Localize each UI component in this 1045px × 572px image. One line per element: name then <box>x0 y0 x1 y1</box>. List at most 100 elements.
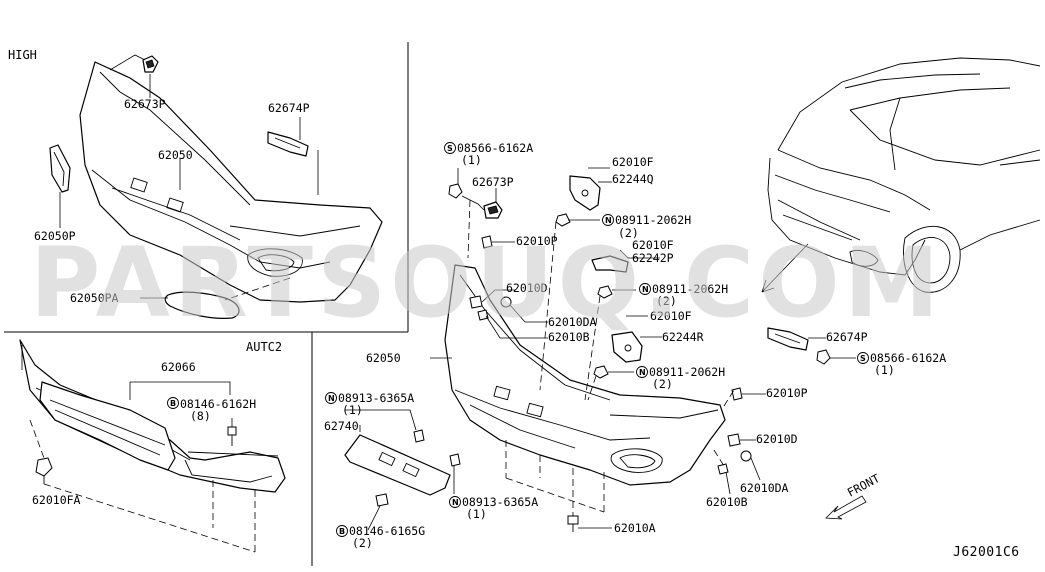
label-62010F-1: 62010F <box>612 155 654 169</box>
screw-08566-6162A-mid <box>448 183 463 199</box>
label-62050PA: 62050PA <box>70 291 119 305</box>
label-08146-6165G: 08146-6165G <box>349 524 425 538</box>
clip-62010FA <box>35 457 53 484</box>
label-08913-6365A-1-qty: (1) <box>342 403 363 417</box>
label-62673P-mid: 62673P <box>472 175 514 189</box>
label-08911-2062H-2-qty: (2) <box>656 294 677 308</box>
label-08911-2062H-1: 08911-2062H <box>615 213 691 227</box>
leaders-main <box>345 167 856 531</box>
label-62050-main: 62050 <box>366 351 401 365</box>
symbol-screw-text-1: S <box>447 144 453 153</box>
vehicle-sketch <box>767 57 1041 293</box>
label-62010F-3: 62010F <box>650 309 692 323</box>
bracket-62244R <box>611 331 643 363</box>
symbol-nut-text-4: N <box>328 394 335 403</box>
label-62010P-right: 62010P <box>766 386 808 400</box>
label-62010P-mid: 62010P <box>516 234 558 248</box>
label-62066: 62066 <box>161 360 196 374</box>
clip-62010B-right <box>717 463 729 475</box>
grille-62066 <box>39 381 176 471</box>
symbol-nut-5: N <box>449 496 461 508</box>
label-08913-6365A-2: 08913-6365A <box>462 495 538 509</box>
label-08913-6365A-2-qty: (1) <box>466 507 487 521</box>
symbol-nut-2: N <box>639 283 651 295</box>
symbol-bolt-2: B <box>336 525 348 537</box>
bracket-62674P-high <box>267 131 309 157</box>
label-62010FA: 62010FA <box>32 493 81 507</box>
watermark: PARTSOUQ.COM <box>30 227 943 339</box>
label-62242P: 62242P <box>632 251 674 265</box>
clip-62673P-high <box>142 55 159 73</box>
label-08146-6165G-qty: (2) <box>352 536 373 550</box>
symbol-screw-right: S <box>857 352 869 364</box>
label-62010DA-mid: 62010DA <box>548 315 597 329</box>
label-62673P-high: 62673P <box>124 97 166 111</box>
finisher-62050PA <box>164 291 240 319</box>
symbol-nut-text-2: N <box>642 285 649 294</box>
bracket-62244Q <box>569 175 601 211</box>
section-label-high: HIGH <box>8 48 37 62</box>
label-08566-6162A-right: 08566-6162A <box>870 351 946 365</box>
symbol-screw-text-2: S <box>860 354 866 363</box>
label-62050-high: 62050 <box>158 148 193 162</box>
clip-62010D-right <box>727 433 741 447</box>
label-62010B-right: 62010B <box>706 495 748 509</box>
bolt-symbol-08146-6162H: B <box>167 397 179 409</box>
label-08913-6365A-1: 08913-6365A <box>338 391 414 405</box>
label-62674P-right: 62674P <box>826 330 868 344</box>
label-62010A: 62010A <box>614 521 656 535</box>
screw-08566-6162A-right <box>816 349 831 365</box>
bumper-fascia-main <box>444 264 726 486</box>
license-bracket-62740 <box>344 434 451 496</box>
clip-62010P-mid <box>481 235 493 249</box>
clip-62673P-mid <box>483 201 503 219</box>
clip-08913-6365A-1 <box>413 429 425 443</box>
nut-08911-2062H-1 <box>555 213 571 227</box>
label-08911-2062H-3: 08911-2062H <box>649 365 725 379</box>
section-frames <box>4 42 409 566</box>
label-62244R: 62244R <box>662 330 704 344</box>
label-08566-6162A-mid-qty: (1) <box>461 153 482 167</box>
label-08146-6162H-qty: (8) <box>190 409 211 423</box>
leaders-autc2 <box>21 345 256 553</box>
bracket-62242P <box>591 255 629 273</box>
bumper-fascia-high <box>79 61 383 303</box>
symbol-nut-1: N <box>602 214 614 226</box>
nut-08911-2062H-3 <box>593 365 609 379</box>
label-62050P: 62050P <box>34 229 76 243</box>
symbol-nut-4: N <box>325 392 337 404</box>
diagram-reference: J62001C6 <box>953 545 1020 560</box>
clip-62010B-mid <box>477 309 489 321</box>
clip-62010A <box>567 515 579 532</box>
symbol-bolt-text-1: B <box>170 399 176 408</box>
label-62010DA-right: 62010DA <box>740 481 789 495</box>
clip-62010D-mid <box>469 295 483 309</box>
symbol-nut-text-3: N <box>639 368 646 377</box>
bolt-62010DA-mid <box>500 296 512 308</box>
symbol-nut-text-1: N <box>605 216 612 225</box>
label-62010B-mid: 62010B <box>548 330 590 344</box>
clip-08913-6365A-2 <box>449 453 461 467</box>
label-08566-6162A-right-qty: (1) <box>874 363 895 377</box>
label-08911-2062H-1-qty: (2) <box>618 226 639 240</box>
nut-08911-2062H-2 <box>597 285 613 299</box>
symbol-nut-3: N <box>636 366 648 378</box>
symbol-bolt-text-2: B <box>339 527 345 536</box>
label-62010D-mid: 62010D <box>506 281 548 295</box>
label-08911-2062H-2: 08911-2062H <box>652 282 728 296</box>
clip-62010P-right <box>731 387 743 401</box>
label-front: FRONT <box>845 471 882 500</box>
label-62740: 62740 <box>324 419 359 433</box>
label-08911-2062H-3-qty: (2) <box>652 377 673 391</box>
label-62244Q: 62244Q <box>612 172 654 186</box>
lamp-cover-62050P <box>49 144 71 193</box>
symbol-nut-text-5: N <box>452 498 459 507</box>
front-arrow <box>825 495 867 520</box>
bolt-08146-6165G <box>375 493 389 507</box>
label-62674P-high: 62674P <box>268 101 310 115</box>
bolt-62010DA-right <box>740 450 752 462</box>
bracket-62674P-right <box>767 327 809 351</box>
label-08146-6162H: 08146-6162H <box>180 397 256 411</box>
symbol-screw-top: S <box>444 142 456 154</box>
